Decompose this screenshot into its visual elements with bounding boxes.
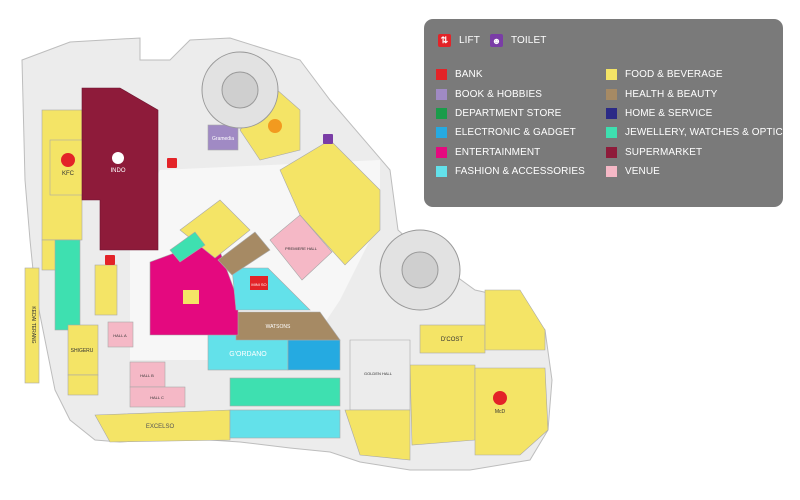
legend-item: DEPARTMENT STORE (436, 108, 561, 119)
excelso-label: EXCELSO (146, 424, 175, 430)
legend-lift-label: LIFT (459, 35, 480, 46)
legend-item: HEALTH & BEAUTY (606, 89, 717, 100)
legend-item: FOOD & BEVERAGE (606, 69, 723, 80)
legend-item: JEWELLERY, WATCHES & OPTICS (606, 127, 790, 138)
legend-swatch (606, 108, 617, 119)
food-unit[interactable] (409, 364, 476, 446)
kfc-logo-icon (61, 153, 75, 167)
legend-label: HOME & SERVICE (625, 108, 713, 119)
legend-toilet: ☻ TOILET (490, 34, 546, 47)
lift-icon[interactable] (105, 255, 115, 265)
legend-label: ENTERTAINMENT (455, 147, 541, 158)
miniso-store[interactable] (250, 276, 268, 290)
legend-label: ELECTRONIC & GADGET (455, 127, 576, 138)
legend-swatch (436, 166, 447, 177)
giordano-label: G'ORDANO (229, 351, 267, 358)
jewellery-units[interactable] (54, 239, 81, 331)
legend-toilet-label: TOILET (511, 35, 547, 46)
electronic-store[interactable] (287, 339, 341, 371)
legend-swatch (436, 127, 447, 138)
gramedia-label: Gramedia (212, 136, 234, 142)
legend-swatch (436, 147, 447, 158)
kedai-terang-label: KEDAI TERANG (30, 306, 36, 343)
escalator-icon (401, 251, 439, 289)
excelso-store[interactable] (94, 409, 231, 443)
fashion-strip[interactable] (229, 409, 341, 439)
golden-hall-label: GOLDEN HALL (364, 371, 393, 376)
legend-swatch (436, 108, 447, 119)
legend-label: FOOD & BEVERAGE (625, 69, 723, 80)
lift-icon[interactable] (167, 158, 177, 168)
hall-b[interactable] (129, 361, 166, 388)
legend-label: HEALTH & BEAUTY (625, 89, 718, 100)
legend-label: DEPARTMENT STORE (455, 108, 562, 119)
food-unit[interactable] (67, 374, 99, 396)
legend-swatch (606, 89, 617, 100)
legend-item: FASHION & ACCESSORIES (436, 166, 585, 177)
miniso-label: MINI SO (251, 282, 266, 287)
legend-swatch (606, 69, 617, 80)
gramedia-store[interactable] (207, 124, 239, 151)
legend-lift: ⇅ LIFT (438, 34, 480, 47)
premiere-hall[interactable] (269, 214, 333, 281)
toilet-icon: ☻ (490, 34, 503, 47)
health-unit[interactable] (217, 231, 271, 276)
premiere-hall-label: PREMIERE HALL (285, 246, 318, 251)
escalator-icon (221, 71, 259, 109)
dcost-label: D'COST (441, 337, 463, 343)
shigeru-label: SHIGERU (71, 348, 94, 354)
legend-swatch (606, 166, 617, 177)
legend-item: VENUE (606, 166, 660, 177)
legend-swatch (606, 147, 617, 158)
food-unit[interactable] (474, 367, 549, 456)
legend-swatch (436, 69, 447, 80)
food-unit[interactable] (484, 289, 546, 351)
indo-label: INDO (111, 168, 126, 174)
watsons-label: WATSONS (266, 324, 291, 330)
kedai-terang-entrance[interactable] (24, 267, 40, 384)
food-logo-icon (268, 119, 282, 133)
supermarket-indo[interactable] (81, 87, 159, 251)
legend-label: BOOK & HOBBIES (455, 89, 542, 100)
mcd-label: McD (495, 409, 506, 415)
mcd-logo-icon (493, 391, 507, 405)
map-legend: ⇅ LIFT ☻ TOILET BANK BOOK & HOBBIES DEPART… (424, 19, 789, 207)
jewellery-unit[interactable] (169, 231, 206, 263)
legend-label: BANK (455, 69, 483, 80)
indo-logo-icon (112, 152, 124, 164)
legend-label: VENUE (625, 166, 660, 177)
legend-label: FASHION & ACCESSORIES (455, 166, 585, 177)
hall-c[interactable] (129, 386, 186, 408)
food-unit[interactable] (94, 264, 118, 316)
legend-item: BANK (436, 69, 483, 80)
legend-swatch (606, 127, 617, 138)
food-unit[interactable] (344, 409, 411, 461)
shigeru-store[interactable] (67, 324, 99, 376)
hall-a-label: HALL A (113, 333, 127, 338)
legend-label: JEWELLERY, WATCHES & OPTICS (625, 127, 790, 138)
kfc-label: KFC (62, 171, 75, 177)
hall-a[interactable] (107, 321, 134, 348)
jewellery-strip[interactable] (229, 377, 341, 407)
legend-swatch (436, 89, 447, 100)
legend-label: SUPERMARKET (625, 147, 703, 158)
toilet-icon[interactable] (323, 134, 333, 144)
hall-c-label: HALL C (150, 395, 164, 400)
giordano-store[interactable] (207, 334, 289, 371)
legend-item: BOOK & HOBBIES (436, 89, 542, 100)
legend-item: ELECTRONIC & GADGET (436, 127, 576, 138)
legend-item: SUPERMARKET (606, 147, 702, 158)
lift-icon: ⇅ (438, 34, 451, 47)
legend-item: HOME & SERVICE (606, 108, 712, 119)
kfc-store[interactable] (49, 139, 86, 196)
kids-icon (183, 290, 199, 304)
dcost-store[interactable] (419, 324, 486, 354)
hall-b-label: HALL B (140, 373, 154, 378)
legend-item: ENTERTAINMENT (436, 147, 540, 158)
